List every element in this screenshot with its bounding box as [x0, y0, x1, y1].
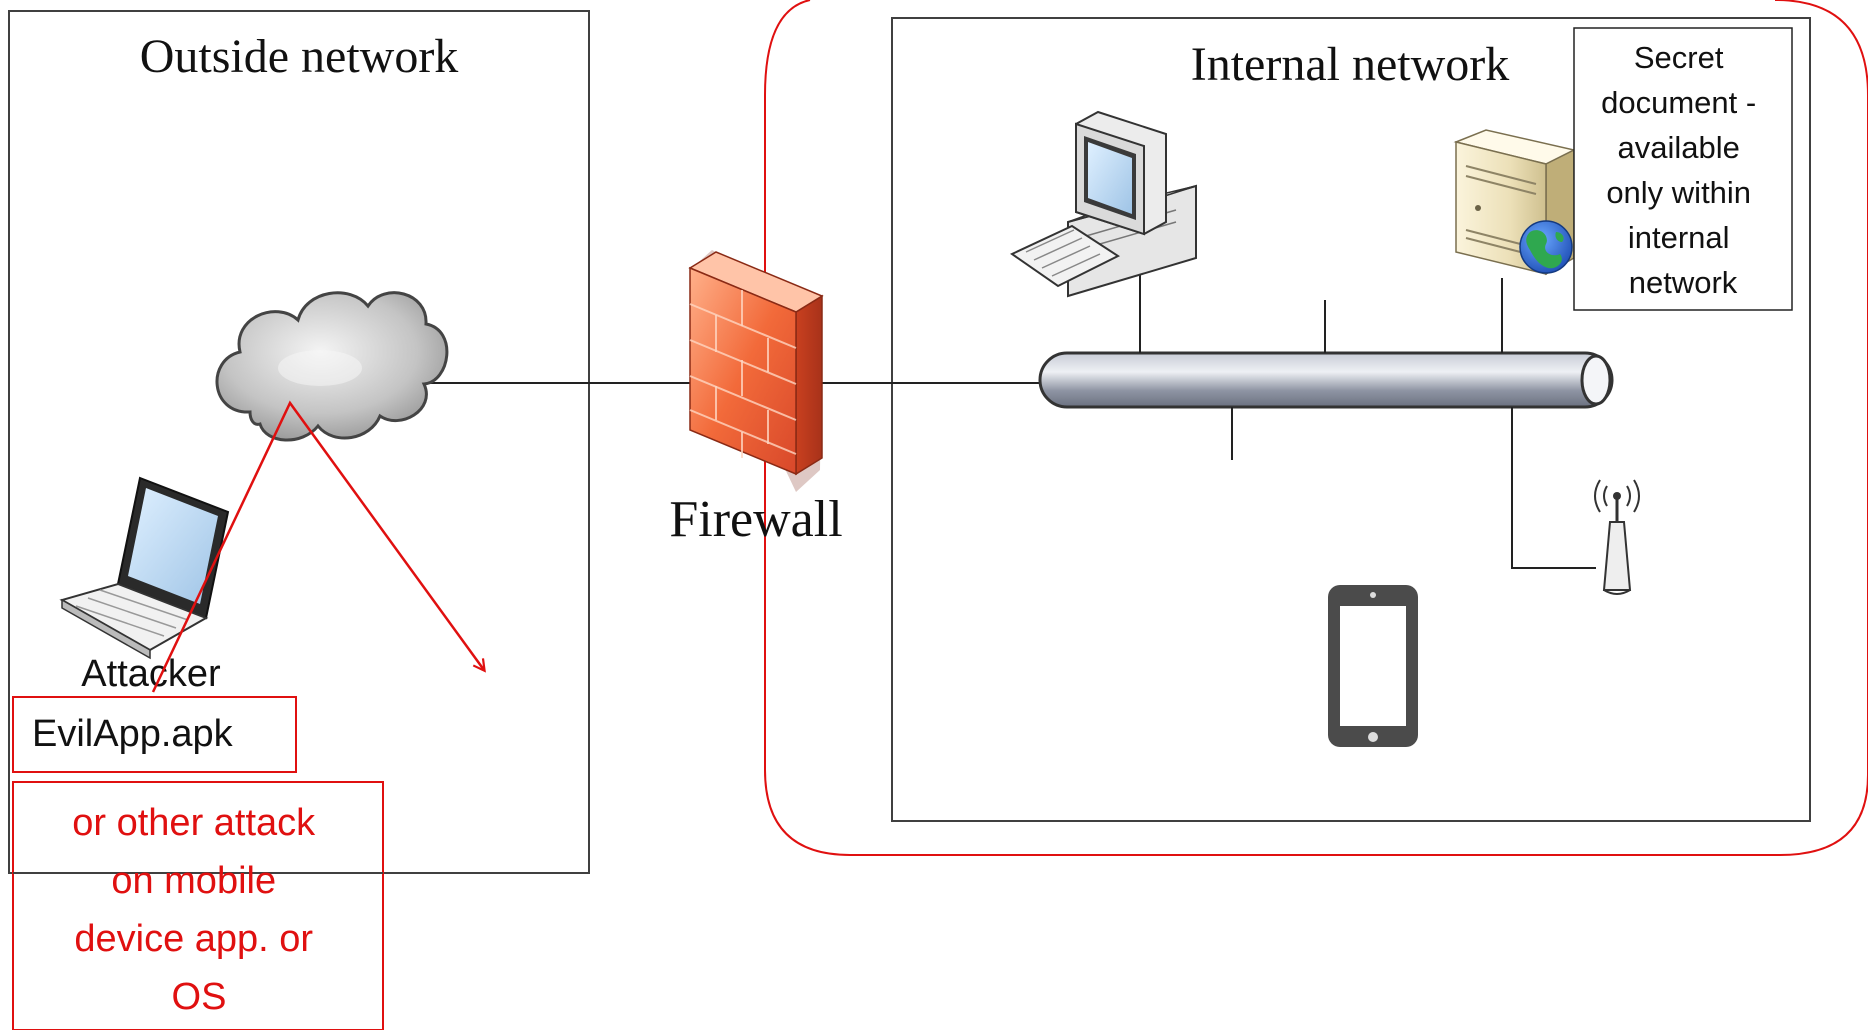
secret-doc-line: only within — [1606, 175, 1751, 210]
internal-network-zone — [891, 17, 1811, 822]
internal-network-title: Internal network — [1191, 38, 1510, 91]
internal-perimeter-boundary — [764, 0, 1868, 856]
secret-doc-line: document - — [1601, 85, 1756, 120]
other-attack-callout — [12, 781, 384, 1030]
tablet-icon — [1328, 585, 1418, 747]
other-attack-text: or other attack on mobile device app. or… — [72, 802, 325, 1018]
drop-access-point — [1511, 407, 1596, 569]
evilapp-label: EvilApp.apk — [32, 713, 234, 755]
other-attack-line: or other attack — [72, 802, 316, 844]
attacker-label: Attacker — [81, 653, 221, 695]
secret-doc-line: available — [1618, 130, 1740, 165]
desktop-computer-icon — [1010, 110, 1197, 298]
secret-doc-line: Secret — [1634, 40, 1724, 75]
other-attack-line: on mobile — [111, 860, 276, 902]
evilapp-callout — [12, 696, 297, 773]
firewall-label: Firewall — [669, 491, 842, 548]
firewall-icon — [688, 250, 824, 492]
secret-document-callout — [1573, 27, 1793, 311]
globe-icon — [1519, 220, 1573, 274]
secret-document-text: Secret document - available only within … — [1601, 40, 1765, 300]
network-pipe-icon — [1038, 351, 1614, 409]
laptop-icon — [59, 476, 230, 660]
wireless-access-point-icon — [1594, 479, 1640, 595]
secret-doc-line: internal — [1628, 220, 1730, 255]
attack-path-line — [151, 400, 484, 693]
other-attack-line: OS — [172, 976, 227, 1018]
cloud-icon — [215, 291, 449, 442]
other-attack-line: device app. or — [74, 918, 313, 960]
secret-doc-line: network — [1629, 265, 1738, 300]
outside-network-title: Outside network — [140, 30, 459, 83]
